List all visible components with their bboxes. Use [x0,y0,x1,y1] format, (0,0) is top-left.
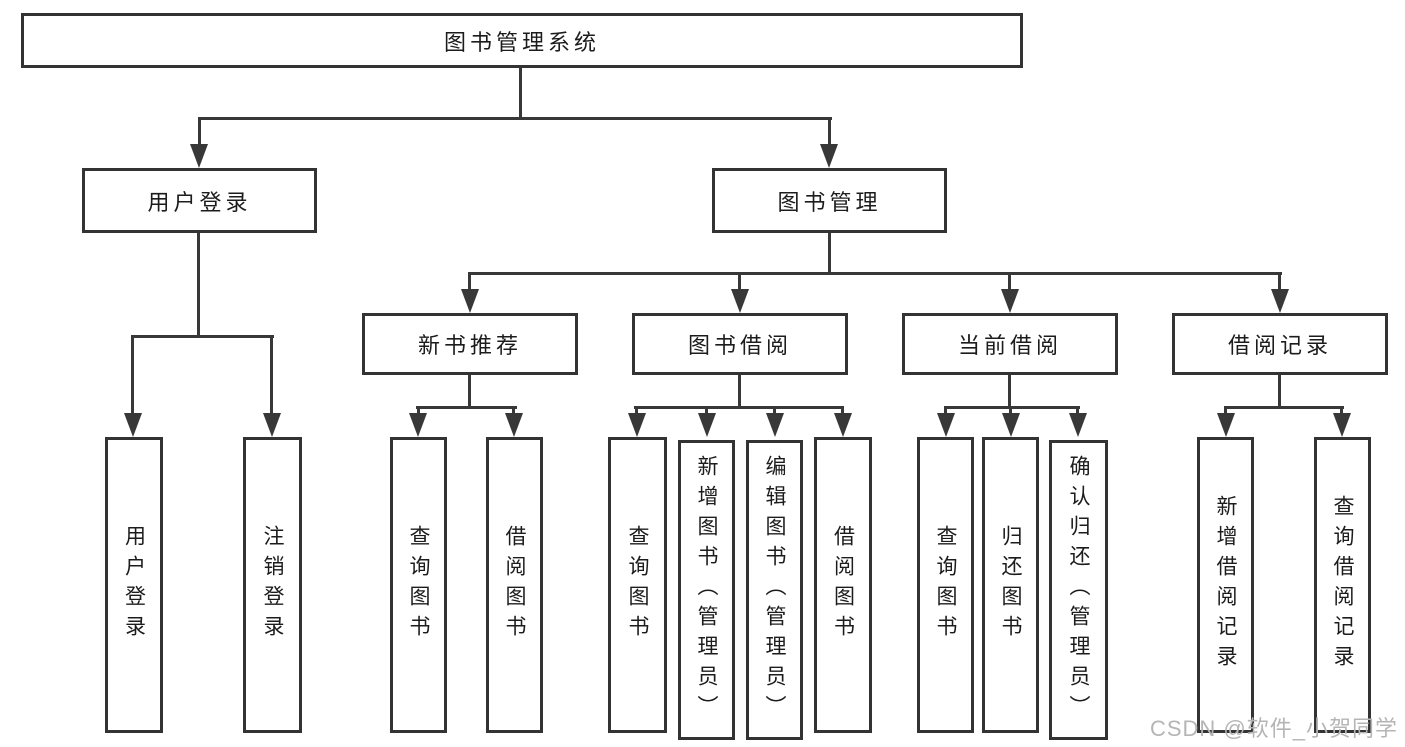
connector-line [944,406,947,417]
connector-line [1009,406,1012,417]
connector-line [1278,373,1281,409]
arrow-down-icon [731,289,749,313]
node-label: 查询借阅记录 [1331,495,1354,675]
node-label: 确认归还（管理员） [1067,455,1090,725]
connector-line [1278,272,1281,292]
connector-line [468,272,471,292]
connector-line [198,117,201,147]
connector-line [468,373,471,409]
node-label: 图书管理系统 [443,29,600,55]
connector-line [738,373,741,409]
node-new-book-recommendation: 新书推荐 [362,313,578,375]
connector-line [705,406,708,417]
leaf-confirm-return-admin: 确认归还（管理员） [1049,440,1108,740]
arrow-down-icon [190,144,208,168]
node-label: 新增图书（管理员） [695,455,718,725]
node-label: 当前借阅 [957,333,1062,358]
leaf-add-book-admin: 新增图书（管理员） [678,440,735,740]
node-borrowing-records: 借阅记录 [1172,313,1388,375]
node-book-management: 图书管理 [712,168,947,233]
node-label: 新增借阅记录 [1214,495,1237,675]
connector-line [468,272,1282,275]
connector-line [635,406,638,417]
arrow-down-icon [766,413,784,437]
arrow-down-icon [937,413,955,437]
connector-line [634,406,844,409]
arrow-down-icon [1002,413,1020,437]
arrow-down-icon [461,289,479,313]
arrow-down-icon [1217,413,1235,437]
connector-line [1076,406,1079,417]
node-library-management-system: 图书管理系统 [21,13,1023,68]
leaf-add-borrowing-record: 新增借阅记录 [1197,437,1254,733]
node-label: 查询图书 [407,525,430,645]
connector-line [828,233,831,275]
arrow-down-icon [1333,413,1351,437]
arrow-down-icon [409,413,427,437]
arrow-down-icon [628,413,646,437]
connector-line [1224,406,1227,417]
node-book-borrowing: 图书借阅 [632,313,848,375]
connector-line [1224,406,1344,409]
connector-line [828,117,831,147]
leaf-borrow-books-borrowing: 借阅图书 [814,437,872,733]
connector-line [417,406,420,417]
arrow-down-icon [834,413,852,437]
leaf-query-books-recommendation: 查询图书 [390,437,447,733]
arrow-down-icon [263,413,281,437]
leaf-query-borrowing-record: 查询借阅记录 [1314,437,1371,733]
connector-line [197,233,200,338]
node-label: 编辑图书（管理员） [763,455,786,725]
leaf-user-login: 用户登录 [105,437,163,733]
node-label: 查询图书 [626,525,649,645]
leaf-logout: 注销登录 [243,437,302,733]
leaf-borrow-books-recommendation: 借阅图书 [486,437,543,733]
connector-line [270,335,273,417]
node-label: 注销登录 [261,525,284,645]
connector-line [416,406,517,409]
node-label: 查询图书 [934,525,957,645]
csdn-watermark: CSDN @软件_小贺同学 [1149,716,1398,741]
arrow-down-icon [1271,289,1289,313]
leaf-query-books-current: 查询图书 [917,437,974,733]
node-label: 图书借阅 [687,333,792,358]
connector-line [132,335,274,338]
leaf-query-books-borrowing: 查询图书 [608,437,667,733]
connector-line [1340,406,1343,417]
arrow-down-icon [1069,413,1087,437]
node-user-login: 用户登录 [82,168,317,233]
connector-line [841,406,844,417]
node-label: 新书推荐 [417,333,522,358]
connector-line [738,272,741,292]
arrow-down-icon [124,413,142,437]
node-label: 图书管理 [777,189,882,215]
connector-line [773,406,776,417]
connector-line [519,67,522,118]
connector-line [512,406,515,417]
node-label: 借阅图书 [503,525,526,645]
arrow-down-icon [505,413,523,437]
arrow-down-icon [820,144,838,168]
connector-line [1008,272,1011,292]
node-label: 借阅图书 [831,525,855,645]
leaf-edit-book-admin: 编辑图书（管理员） [746,440,803,740]
node-label: 归还图书 [999,525,1022,645]
connector-line [198,117,832,120]
node-label: 用户登录 [122,525,146,645]
arrow-down-icon [1001,289,1019,313]
node-label: 用户登录 [147,189,252,215]
node-current-borrowing: 当前借阅 [902,313,1118,375]
connector-line [944,406,1080,409]
node-label: 借阅记录 [1227,333,1332,358]
arrow-down-icon [698,413,716,437]
connector-line [1008,373,1011,409]
connector-line [131,335,134,417]
leaf-return-books: 归还图书 [982,437,1039,733]
